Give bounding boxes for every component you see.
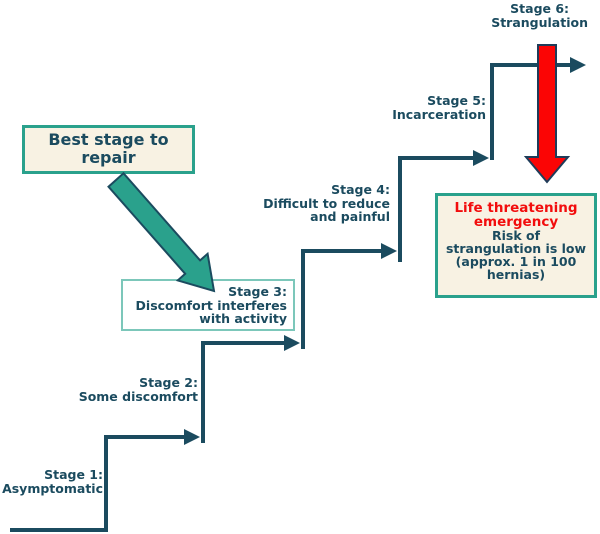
stage-5-line-2: Incarceration	[392, 106, 486, 122]
step-base-line	[10, 528, 108, 532]
stage-4-line-1: Stage 4:	[331, 182, 390, 197]
step-tread-1	[104, 435, 184, 439]
stage-3-line-3: with activity	[199, 311, 287, 326]
emergency-body-line-1: Risk of	[491, 228, 541, 243]
stage-6-line-1: Stage 6:	[510, 1, 570, 16]
stage-2-line-1: Stage 2:	[139, 375, 198, 390]
best-stage-line-1: Best stage to	[48, 130, 169, 149]
stage-5-line-1: Stage 5:	[427, 93, 486, 108]
arrowhead-right-icon-5	[570, 57, 586, 73]
step-riser-1	[104, 435, 108, 532]
stage-4-label: Stage 4: Difficult to reduce and painful	[263, 183, 390, 224]
step-tread-3	[301, 249, 381, 253]
emergency-title-line-2: emergency	[473, 214, 559, 230]
stage-3-line-2: Discomfort interferes	[135, 297, 287, 313]
arrowhead-right-icon-1	[184, 429, 200, 445]
emergency-body-line-2: strangulation is low	[445, 241, 587, 256]
step-riser-5	[490, 63, 494, 160]
stage-1-label: Stage 1: Asymptomatic	[2, 468, 103, 495]
step-tread-5	[490, 63, 570, 67]
arrowhead-right-icon-2	[284, 335, 300, 351]
emergency-body-line-4: hernias)	[486, 267, 546, 282]
life-threatening-emergency-box: Life threatening emergency Risk of stran…	[435, 193, 597, 298]
step-riser-2	[201, 341, 205, 443]
stage-2-label: Stage 2: Some discomfort	[79, 376, 198, 403]
stage-3-line-1: Stage 3:	[228, 284, 287, 299]
arrowhead-right-icon-3	[381, 243, 397, 259]
stage-5-label: Stage 5: Incarceration	[392, 94, 486, 121]
stage-4-line-3: and painful	[310, 209, 390, 224]
best-stage-to-repair-box: Best stage to repair	[22, 125, 195, 174]
stage-3-box: Stage 3: Discomfort interferes with acti…	[121, 279, 295, 331]
step-tread-2	[201, 341, 284, 345]
stage-6-line-2: Strangulation	[491, 14, 588, 30]
stage-1-line-1: Stage 1:	[44, 467, 103, 482]
emergency-body-line-3: (approx. 1 in 100	[455, 254, 577, 269]
stage-4-line-2: Difficult to reduce	[263, 195, 390, 211]
stage-6-label: Stage 6: Strangulation	[491, 2, 588, 29]
best-stage-arrow-icon	[107, 171, 216, 293]
arrowhead-right-icon-4	[473, 150, 489, 166]
step-riser-3	[301, 249, 305, 349]
stage-2-line-2: Some discomfort	[78, 388, 198, 404]
step-riser-4	[398, 156, 402, 262]
step-tread-4	[398, 156, 473, 160]
emergency-title-line-1: Life threatening	[454, 200, 578, 216]
best-stage-line-2: repair	[81, 147, 136, 167]
stage-1-line-2: Asymptomatic	[2, 480, 103, 496]
